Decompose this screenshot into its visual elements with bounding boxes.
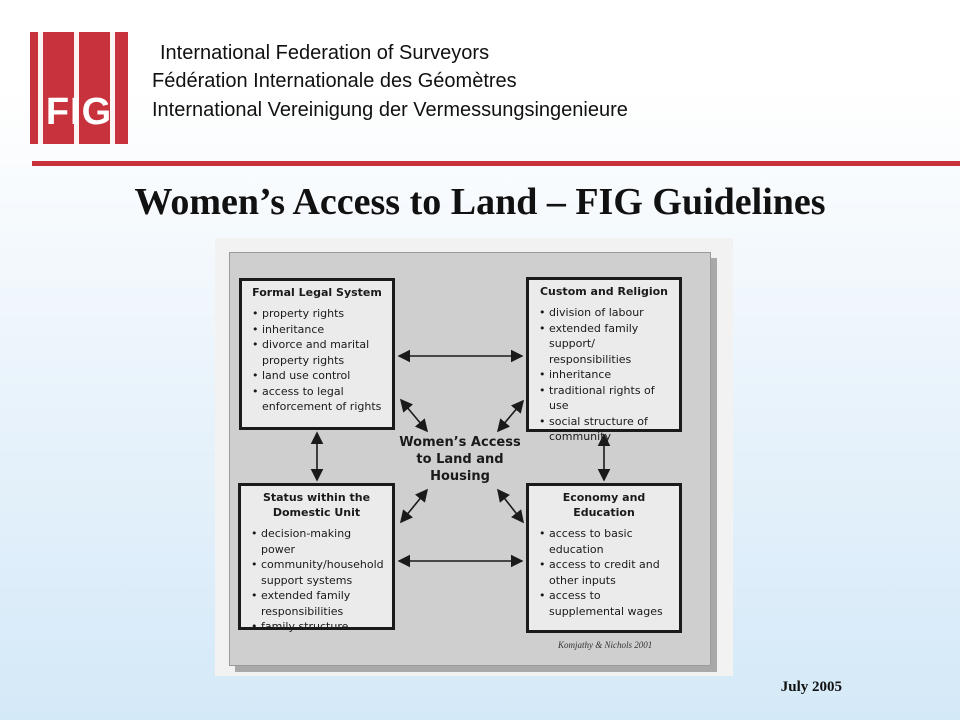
footer-date: July 2005 (780, 679, 842, 695)
box-item: extended family responsibilities (251, 588, 388, 619)
box-item: property rights (252, 306, 388, 322)
box-item: decision-making power (251, 526, 388, 557)
box-item: access to credit and other inputs (539, 557, 675, 588)
fig-logo: FIG (30, 32, 128, 144)
fig-logo-text: FIG (45, 91, 113, 133)
slide-title: Women’s Access to Land – FIG Guidelines (134, 181, 826, 223)
box-title: Status within the Domestic Unit (262, 491, 371, 519)
org-name-french: Fédération Internationale des Géomètres (152, 70, 517, 92)
box-status-domestic-unit: Status within the Domestic Unit decision… (238, 483, 395, 634)
box-item: extended family support/ responsibilitie… (539, 321, 675, 368)
org-name-german: International Vereinigung der Vermessung… (152, 99, 628, 121)
center-line: Housing (430, 469, 490, 484)
diagram-credit: Komjathy & Nichols 2001 (558, 640, 653, 650)
arrow-center-legal (399, 398, 429, 433)
box-item: access to legal enforcement of rights (252, 384, 388, 415)
arrow-center-status (399, 488, 429, 524)
center-line: Women’s Access (399, 435, 521, 450)
diagram: Formal Legal System property rights inhe… (215, 238, 733, 676)
box-title: Custom and Religion (539, 285, 669, 298)
box-item: community/household support systems (251, 557, 388, 588)
box-item: family structure (251, 619, 388, 635)
box-item: access to basic education (539, 526, 675, 557)
header-rule (32, 161, 960, 166)
box-title: Economy and Education (562, 491, 646, 519)
box-formal-legal-system: Formal Legal System property rights inhe… (239, 278, 395, 430)
box-item: social structure of community (539, 414, 675, 445)
box-item: divorce and marital property rights (252, 337, 388, 368)
arrow-center-custom (496, 399, 525, 433)
diagram-arrows (310, 349, 611, 568)
box-item: inheritance (252, 322, 388, 338)
box-custom-and-religion: Custom and Religion division of labour e… (526, 277, 682, 443)
box-item: division of labour (539, 305, 675, 321)
org-name-english: International Federation of Surveyors (160, 42, 490, 64)
box-item: land use control (252, 368, 388, 384)
box-item: traditional rights of use (539, 383, 675, 414)
box-economy-and-education: Economy and Education access to basic ed… (526, 483, 682, 633)
arrow-center-economy (497, 488, 524, 524)
center-line: to Land and (416, 452, 504, 467)
box-item: inheritance (539, 367, 675, 383)
box-item: access to supplemental wages (539, 588, 675, 619)
center-label: Women’s Access to Land and Housing (385, 434, 535, 485)
box-title: Formal Legal System (252, 286, 382, 299)
